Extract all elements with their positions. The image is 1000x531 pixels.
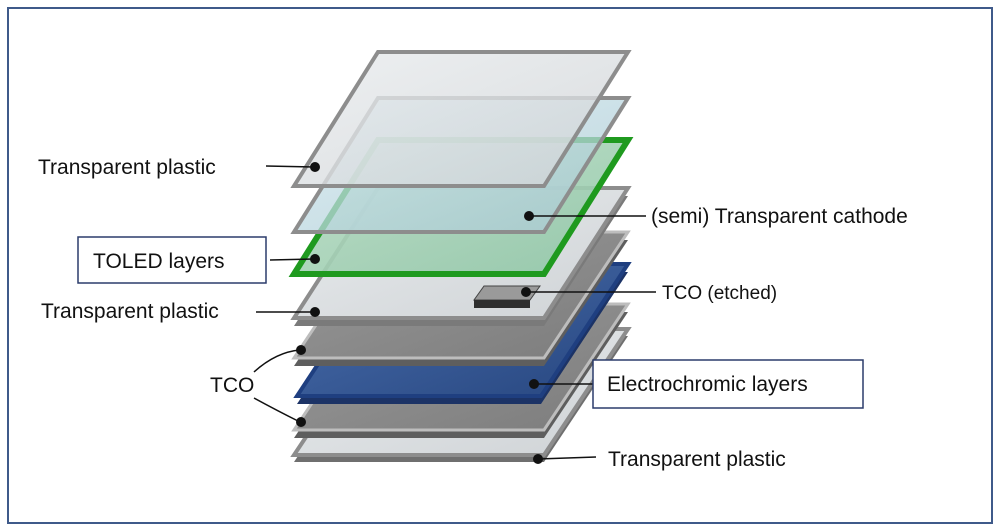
dot-cathode xyxy=(524,211,534,221)
toled-label-box xyxy=(77,236,267,284)
electrochromic-label-box xyxy=(592,359,864,409)
label-transparent-plastic-top: Transparent plastic xyxy=(38,156,216,179)
label-tco: TCO xyxy=(210,374,254,397)
dot-plastic-top xyxy=(310,162,320,172)
dot-toled xyxy=(310,254,320,264)
dot-tco-lower xyxy=(296,417,306,427)
dot-tco-upper xyxy=(296,345,306,355)
dot-plastic-mid xyxy=(310,307,320,317)
dot-electrochromic xyxy=(529,379,539,389)
dot-tco-etched xyxy=(521,287,531,297)
label-semi-transparent-cathode: (semi) Transparent cathode xyxy=(651,205,908,228)
label-toled-layers: TOLED layers xyxy=(93,250,225,273)
layer-transparent-plastic-top xyxy=(290,50,632,188)
leader-lines xyxy=(253,165,656,460)
label-electrochromic-layers: Electrochromic layers xyxy=(607,373,808,396)
label-transparent-plastic-bottom: Transparent plastic xyxy=(608,448,786,471)
dot-plastic-bottom xyxy=(533,454,543,464)
label-transparent-plastic-mid: Transparent plastic xyxy=(41,300,219,323)
label-tco-etched: TCO (etched) xyxy=(662,283,777,304)
